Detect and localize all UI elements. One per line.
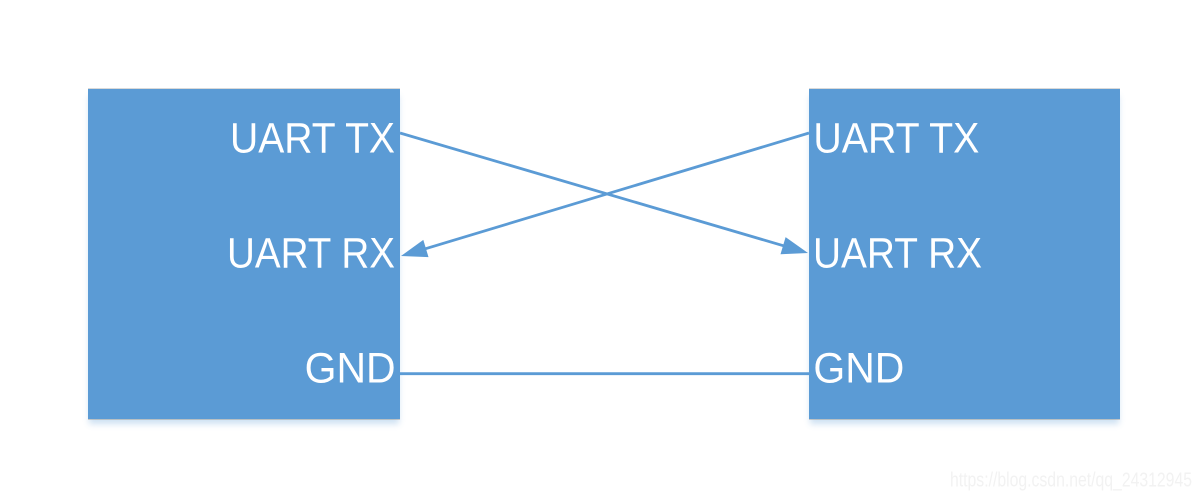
svg-text:GND: GND	[813, 344, 904, 392]
svg-text:GND: GND	[305, 344, 396, 392]
svg-text:UART RX: UART RX	[813, 229, 982, 277]
svg-text:UART TX: UART TX	[230, 115, 395, 163]
svg-text:https://blog.csdn.net/qq_24312: https://blog.csdn.net/qq_24312945	[950, 470, 1192, 492]
svg-text:UART TX: UART TX	[813, 115, 979, 163]
svg-text:UART RX: UART RX	[227, 229, 395, 277]
